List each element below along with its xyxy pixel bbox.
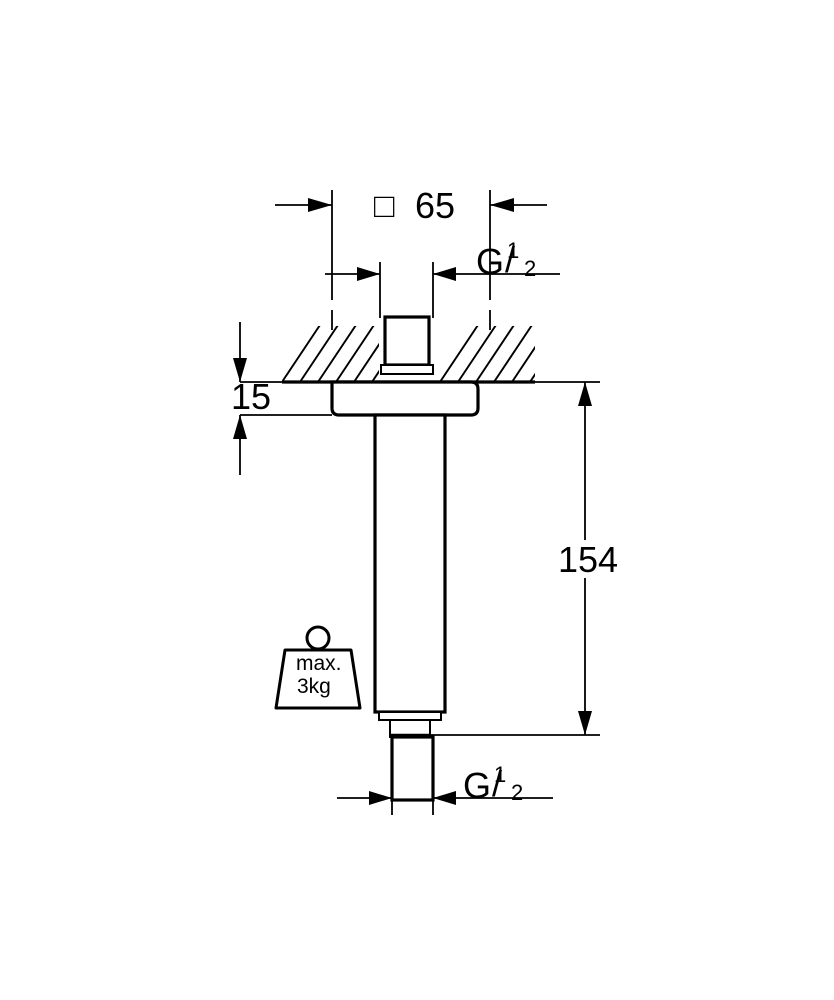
inlet-thread-denominator: 2 bbox=[524, 256, 536, 281]
outlet-thread-slash: / bbox=[492, 763, 502, 804]
product-geometry bbox=[330, 315, 480, 802]
weight-label-line2: 3kg bbox=[297, 675, 331, 698]
outlet-flange-ring bbox=[378, 711, 442, 721]
thread-label-inlet: G 1 / 2 bbox=[325, 238, 560, 318]
outlet-pipe bbox=[390, 735, 435, 802]
outlet-thread-denominator: 2 bbox=[511, 780, 523, 805]
dimension-label-154: 154 bbox=[558, 539, 618, 580]
weight-icon: max. 3kg bbox=[274, 625, 362, 710]
main-tube bbox=[373, 413, 447, 714]
inlet-thread-slash: / bbox=[505, 239, 515, 280]
square-symbol-glyph: □ bbox=[374, 187, 395, 225]
dimension-label-65: 65 bbox=[415, 185, 455, 226]
inlet-thread-numerator: 1 bbox=[507, 238, 519, 263]
outlet-thread-letter: G bbox=[463, 765, 491, 806]
ceiling-flange-plate bbox=[330, 380, 480, 417]
thread-label-outlet: G 1 / 2 bbox=[337, 760, 553, 815]
dimension-label-15: 15 bbox=[231, 376, 271, 417]
dimension-15: 15 bbox=[231, 322, 332, 475]
outlet-collar bbox=[389, 719, 431, 738]
dimension-154: 154 bbox=[430, 381, 618, 736]
inlet-thread-letter: G bbox=[476, 241, 504, 282]
weight-label-line1: max. bbox=[296, 652, 342, 675]
inlet-connector bbox=[380, 315, 434, 375]
outlet-thread-numerator: 1 bbox=[494, 762, 506, 787]
dimension-square-65: □ 65 bbox=[275, 185, 547, 330]
